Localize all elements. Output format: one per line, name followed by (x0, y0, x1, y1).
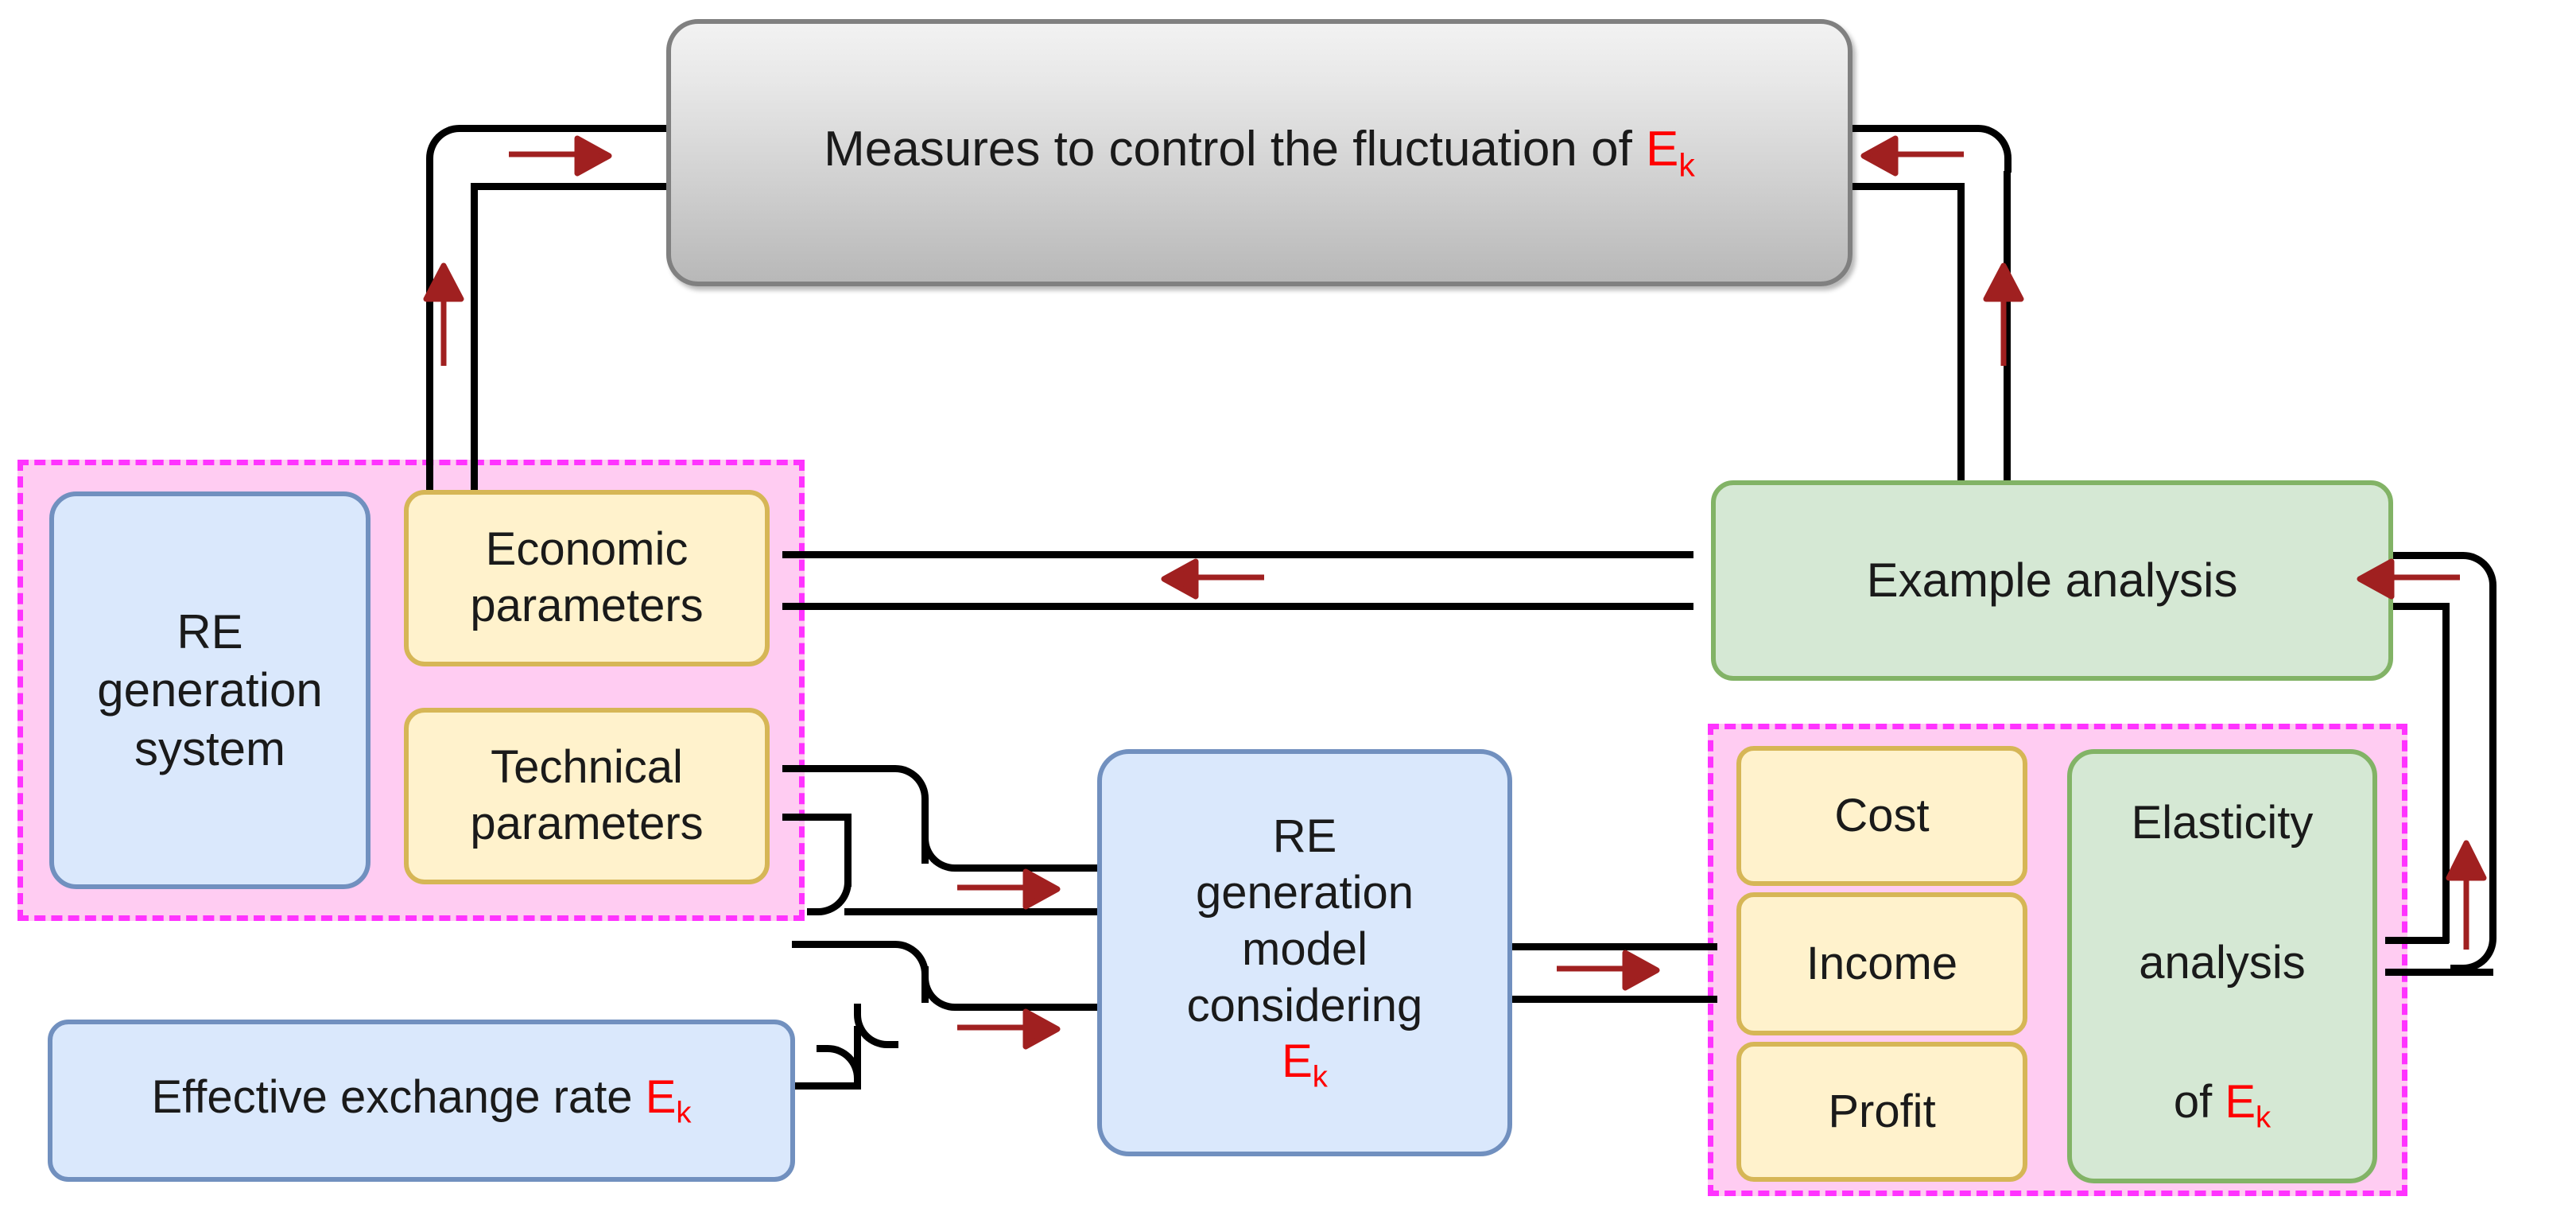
arrow-up-to-measures-icon (421, 254, 466, 366)
node-re-generation-model-line2: generation (1195, 867, 1414, 919)
edge-inputs-to-measures-riser (426, 171, 433, 505)
arrow-left-example-to-economic-icon (1153, 557, 1264, 601)
node-elasticity-analysis-symbol: E (2225, 1076, 2256, 1128)
edge-eer-elbow-2 (921, 966, 966, 1011)
node-re-generation-model-line3: model (1242, 923, 1368, 975)
arrow-up-example-to-measures-icon (1981, 254, 2026, 366)
edge-technical-elbow-1 (884, 765, 929, 810)
edge-eer-elbow-1 (884, 941, 929, 985)
edge-eer-in-top (959, 1004, 1100, 1011)
node-effective-exchange-rate[interactable]: Effective exchange rate Ek (48, 1020, 795, 1182)
edge-outputs-to-example-bottom (2385, 969, 2493, 976)
arrow-left-example-to-outputs-icon (2349, 557, 2460, 601)
edge-eer-out-top (792, 941, 894, 948)
edge-example-to-outputs-top (2352, 603, 2449, 610)
edge-measures-to-inputs-top (471, 183, 674, 190)
node-elasticity-analysis[interactable]: Elasticity analysis of Ek (2067, 749, 2377, 1183)
node-re-generation-system-line1: RE (177, 605, 243, 659)
edge-example-to-measures-elbow (1964, 125, 2012, 173)
edge-measures-to-example-top (1852, 183, 1964, 190)
edge-outputs-to-example-riser (2489, 596, 2496, 930)
node-cost[interactable]: Cost (1736, 746, 2027, 886)
edge-technical-in-top (959, 864, 1100, 872)
edge-technical-out-top (782, 765, 894, 772)
edge-technical-seg-v2 (844, 814, 852, 887)
node-re-generation-model-symbol: E (1282, 1035, 1313, 1088)
edge-example-to-measures-top (1852, 125, 1969, 132)
edge-model-to-outputs-bottom (1509, 996, 1717, 1003)
edge-technical-in-bottom (844, 908, 1100, 915)
node-elasticity-analysis-line1: Elasticity (2131, 797, 2314, 849)
node-income[interactable]: Income (1736, 892, 2027, 1035)
node-re-generation-system-line3: system (134, 721, 286, 775)
node-elasticity-analysis-symbol-sub: k (2256, 1100, 2271, 1135)
edge-example-to-measures-riser (2004, 171, 2011, 521)
node-effective-exchange-rate-symbol: E (645, 1070, 677, 1123)
arrow-up-outputs-to-example-icon (2444, 830, 2489, 950)
edge-measures-to-inputs-riser (471, 183, 478, 505)
node-economic-parameters-line1: Economic (485, 523, 689, 576)
arrow-right-technical-to-model-icon (957, 867, 1069, 911)
edge-model-to-outputs-top (1509, 943, 1717, 950)
edge-eer-elbow-4 (854, 1004, 898, 1048)
edge-outputs-loop-elbow-bottom (2450, 926, 2496, 972)
edge-eer-elbow-3 (817, 1045, 861, 1090)
node-example-analysis[interactable]: Example analysis (1711, 480, 2393, 681)
node-measures-symbol-sub: k (1678, 146, 1695, 184)
arrow-right-model-to-outputs-icon (1557, 948, 1668, 993)
node-measures[interactable]: Measures to control the fluctuation of E… (666, 19, 1852, 286)
node-re-generation-system-line2: generation (97, 663, 323, 717)
edge-technical-out-bottom (782, 814, 851, 821)
node-profit[interactable]: Profit (1736, 1042, 2027, 1182)
node-cost-label: Cost (1834, 789, 1930, 841)
node-economic-parameters-line2: parameters (470, 580, 704, 631)
node-technical-parameters-line1: Technical (491, 741, 683, 794)
node-elasticity-analysis-line2: analysis (2139, 936, 2306, 989)
node-technical-parameters[interactable]: Technical parameters (404, 708, 770, 884)
edge-technical-elbow-2 (921, 827, 966, 872)
node-re-generation-model[interactable]: RE generation model considering Ek (1097, 749, 1512, 1156)
node-technical-parameters-line2: parameters (470, 798, 704, 849)
edge-example-to-economic-rail-bottom (782, 603, 1693, 610)
edge-inputs-to-measures-top (469, 125, 674, 132)
node-profit-label: Profit (1828, 1085, 1936, 1137)
edge-example-to-outputs-bottom (2385, 937, 2449, 944)
edge-measures-to-example-riser (1957, 183, 1965, 505)
node-example-analysis-label: Example analysis (1866, 554, 2238, 608)
edge-outputs-to-example-top (2352, 552, 2457, 559)
node-re-generation-model-line4: considering (1186, 979, 1423, 1031)
arrow-left-from-measures-icon (1852, 134, 1964, 178)
node-elasticity-analysis-line3: of (2173, 1076, 2225, 1128)
edge-eer-seg-v2 (854, 1026, 861, 1090)
node-income-label: Income (1806, 937, 1958, 989)
edge-example-to-outputs-riser (2442, 603, 2450, 943)
edge-example-to-economic-rail-top (782, 551, 1693, 558)
node-economic-parameters[interactable]: Economic parameters (404, 490, 770, 666)
node-measures-label: Measures to control the fluctuation of (824, 122, 1647, 177)
node-re-generation-model-symbol-sub: k (1312, 1059, 1328, 1094)
edge-outputs-loop-elbow-top (2450, 552, 2496, 598)
edge-inputs-to-measures-elbow (426, 125, 474, 173)
node-effective-exchange-rate-label: Effective exchange rate (151, 1070, 646, 1123)
node-effective-exchange-rate-symbol-sub: k (676, 1095, 692, 1130)
node-measures-symbol: E (1646, 122, 1679, 177)
edge-technical-elbow-3 (807, 871, 852, 915)
node-re-generation-model-line1: RE (1272, 810, 1337, 863)
arrow-right-eer-to-model-icon (957, 1007, 1069, 1051)
arrow-right-to-measures-icon (509, 134, 620, 178)
node-re-generation-system[interactable]: RE generation system (49, 491, 370, 889)
